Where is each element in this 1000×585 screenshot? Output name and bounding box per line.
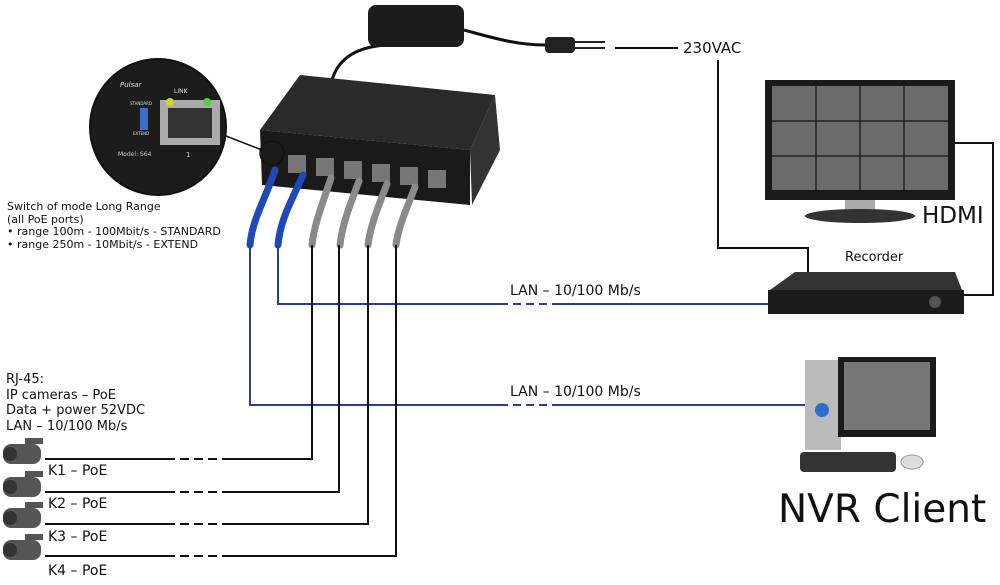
camera-label-k2: K2 – PoE [48,496,108,512]
inset-brand: Pulsar [120,81,142,89]
recorder [770,272,962,290]
inset-link: LINK [174,88,188,95]
switch-top [260,75,495,150]
mode-note-subtitle: (all PoE ports) [7,212,84,226]
camera-icons [3,438,43,560]
inset-extend: EXTEND [133,131,150,136]
camera-icon-2 [3,471,43,497]
nvr-client-label: NVR Client [778,487,987,532]
inset-standard: STANDARD [130,101,153,106]
mode-note: Switch of mode Long Range (all PoE ports… [7,200,221,251]
camera-icon-4 [3,534,43,560]
rj45-note-line: RJ-45: [6,372,45,387]
mode-note-title: Switch of mode Long Range [7,200,161,213]
inset-magnifier [89,58,227,196]
inset-model: Model: S64 [118,151,152,158]
power-plug [545,37,575,53]
power-label: 230VAC [683,39,742,57]
recorder-label: Recorder [845,250,904,265]
rj45-note: RJ-45: IP cameras – PoE Data + power 52V… [6,372,145,434]
lan-client-label: LAN – 10/100 Mb/s [510,384,641,400]
camera-label-k4: K4 – PoE [48,563,108,579]
camera-label-k1: K1 – PoE [48,463,108,479]
inset-port: 1 [186,151,191,159]
rj45-note-line: LAN – 10/100 Mb/s [6,418,128,434]
camera-icon-3 [3,502,43,528]
hdmi-label: HDMI [922,203,984,229]
power-adapter [368,5,464,47]
keyboard [800,452,896,472]
rj45-note-line: IP cameras – PoE [6,387,116,403]
rj45-note-line: Data + power 52VDC [6,403,146,418]
mode-note-bullet: • range 250m - 10Mbit/s - EXTEND [7,237,199,251]
camera-label-k3: K3 – PoE [48,529,108,545]
camera-icon-1 [3,438,43,464]
lan-recorder-label: LAN – 10/100 Mb/s [510,283,641,299]
power-line-recorder [717,60,809,272]
mode-note-bullet: • range 100m - 100Mbit/s - STANDARD [7,225,221,238]
